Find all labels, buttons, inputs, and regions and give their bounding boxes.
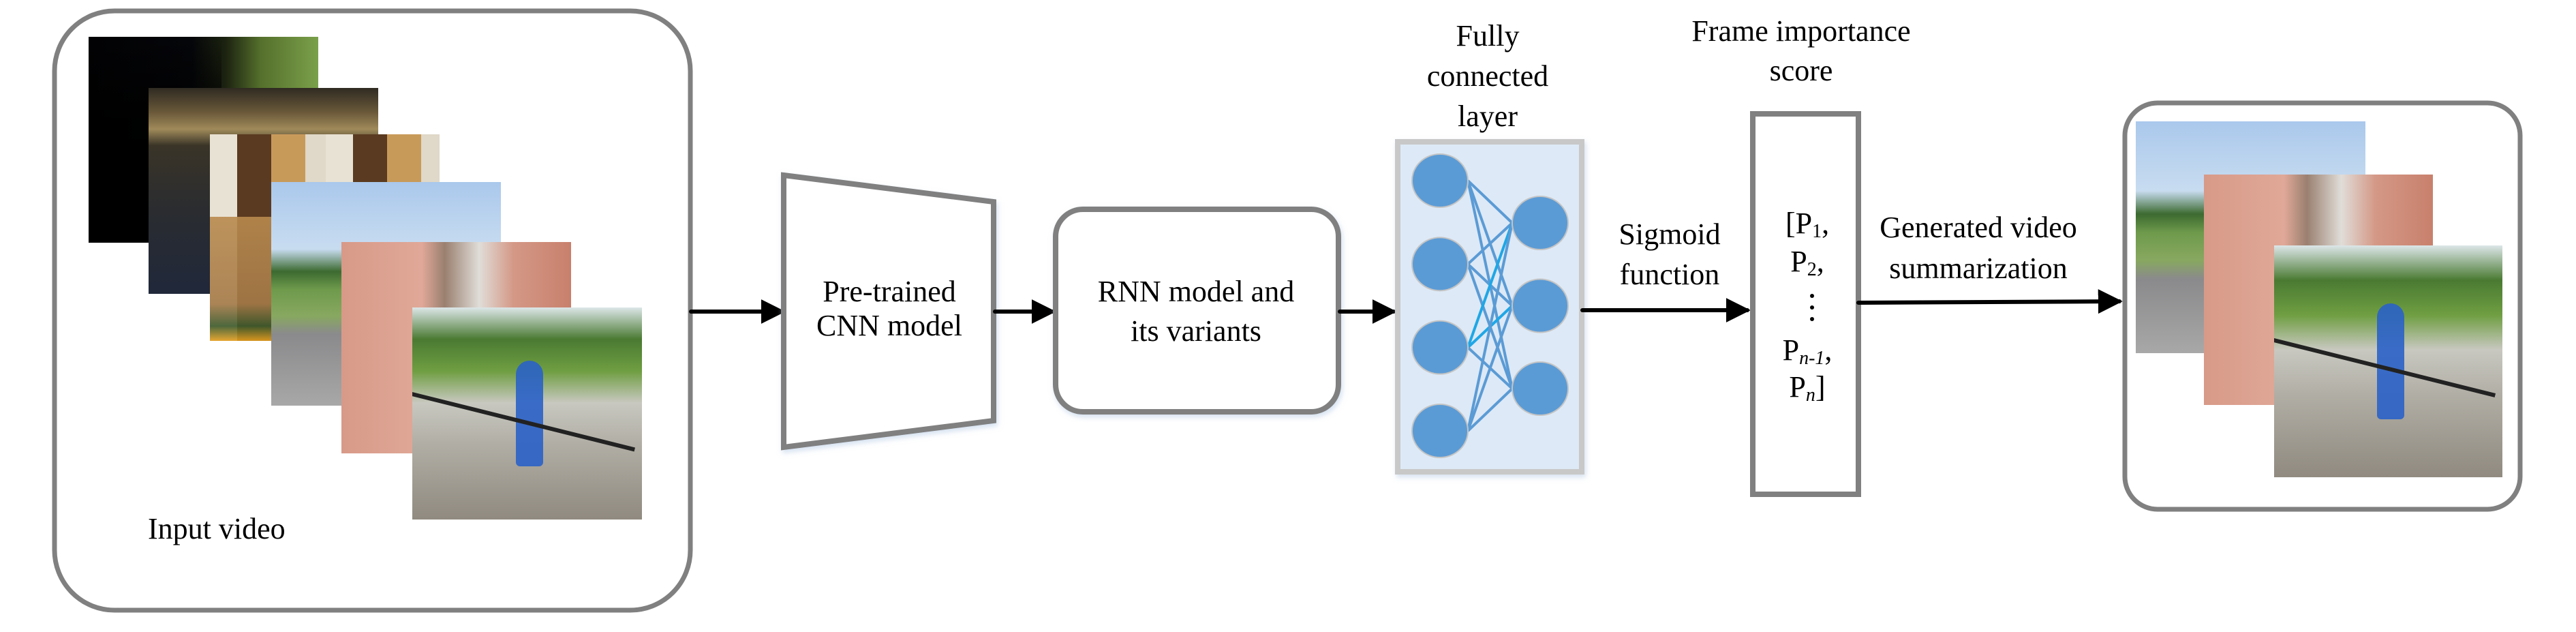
fc-output-neuron-2 [1512, 278, 1569, 333]
input-video-label: Input video [148, 512, 286, 545]
score-ellipsis [1810, 294, 1814, 321]
fc-input-neuron-1 [1411, 153, 1469, 208]
generated-summary-label-line2: summarization [1889, 252, 2068, 285]
score-item-p1: [P1, [1785, 207, 1829, 242]
fc-input-neuron-2 [1411, 237, 1469, 292]
score-title-line1: Frame importance [1691, 14, 1910, 48]
score-item-p2: P2, [1790, 245, 1824, 280]
fc-edge-4-3 [1467, 387, 1514, 432]
sigmoid-label-line1: Sigmoid [1619, 217, 1720, 251]
fc-input-neuron-3 [1411, 320, 1469, 375]
fc-nodes [1411, 153, 1569, 458]
fc-output-neuron-1 [1512, 196, 1569, 250]
fc-edge-4-2 [1467, 305, 1514, 432]
fc-edge-2-1 [1467, 222, 1514, 265]
generated-summary-label-line1: Generated video [1880, 211, 2077, 244]
rnn-block [1053, 207, 1341, 415]
rnn-label-line1: RNN model and [1098, 275, 1294, 308]
score-item-pn-1: Pn-1, [1783, 333, 1833, 369]
summary-frame-3 [2274, 245, 2502, 477]
score-box [1750, 111, 1861, 497]
sigmoid-label-line2: function [1620, 258, 1720, 291]
output-summary-container [2122, 100, 2523, 512]
fc-edges [1467, 179, 1514, 432]
fc-edge-1-1 [1467, 179, 1514, 224]
rnn-label-line2: its variants [1131, 314, 1261, 348]
score-title-line2: score [1770, 54, 1833, 87]
arrow-score-to-output [1856, 289, 2123, 314]
fc-edge-4-1 [1467, 222, 1514, 432]
cnn-label-line1: Pre-trained [823, 275, 955, 308]
score-item-pn: Pn] [1789, 370, 1825, 406]
fc-input-neuron-4 [1411, 404, 1469, 458]
cnn-label-line2: CNN model [816, 309, 962, 342]
fc-title-line2: connected [1427, 59, 1548, 93]
fc-title-line1: Fully [1456, 19, 1520, 52]
fc-edge-3-1 [1467, 222, 1514, 348]
cnn-block [781, 172, 996, 451]
input-frame-6 [412, 307, 642, 520]
fc-output-neuron-3 [1512, 361, 1569, 416]
fc-title-line3: layer [1458, 100, 1518, 133]
